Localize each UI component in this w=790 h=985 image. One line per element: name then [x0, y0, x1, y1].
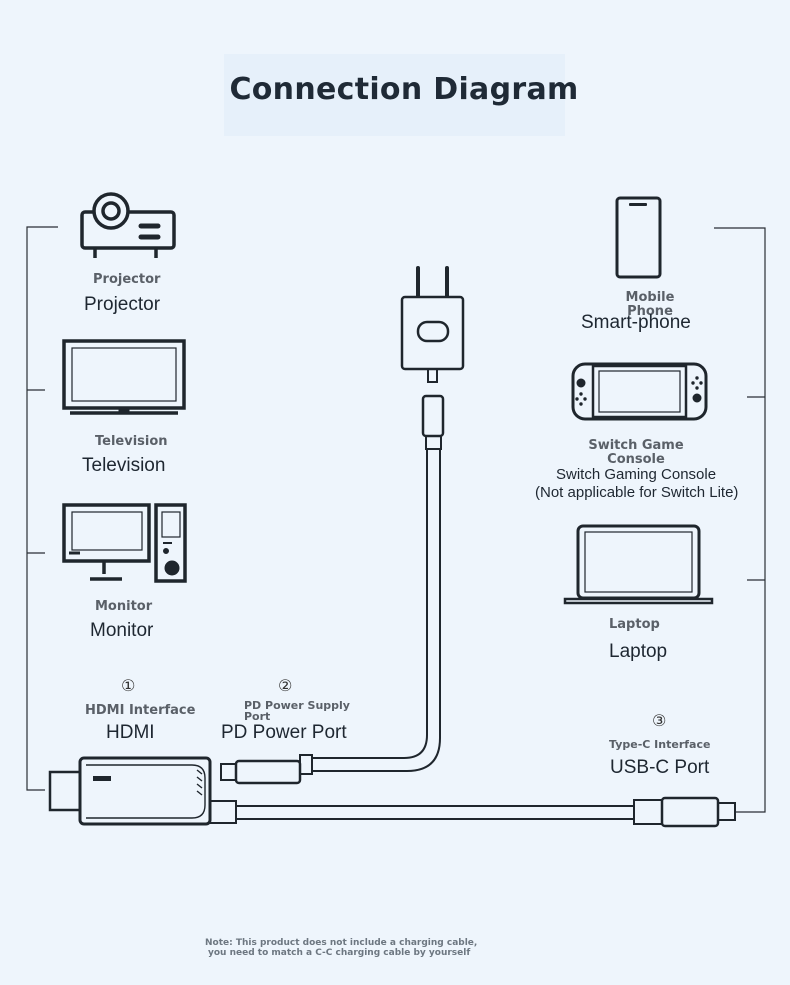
- phone-label-small: Mobile Phone: [625, 290, 675, 319]
- television-label: Television: [82, 455, 166, 476]
- pd-label: PD Power Port: [221, 722, 347, 743]
- smartphone-icon: [615, 196, 662, 279]
- usbc-port-number: ③: [652, 711, 667, 730]
- laptop-label: Laptop: [609, 641, 668, 662]
- title-band: [224, 54, 565, 136]
- switch-sublabel: (Not applicable for Switch Lite): [535, 484, 739, 501]
- projector-label: Projector: [84, 294, 161, 315]
- left-bracket: [26, 226, 58, 791]
- footer-note: Note: This product does not include a ch…: [205, 938, 595, 958]
- television-icon: [62, 339, 186, 415]
- right-bracket: [714, 227, 766, 813]
- switch-label: Switch Gaming Console: [556, 466, 717, 483]
- pd-label-small: PD Power Supply Port: [244, 699, 350, 723]
- switch-label-small: Switch Game Console: [588, 438, 684, 467]
- hdmi-adapter: [48, 756, 237, 826]
- usbc-cable: [236, 796, 736, 828]
- pd-cable: [220, 394, 445, 785]
- phone-label: Smart-phone: [581, 312, 691, 333]
- television-label-small: Television: [95, 434, 168, 449]
- projector-label-small: Projector: [93, 272, 161, 287]
- usbc-label-small: Type-C Interface: [609, 738, 711, 751]
- power-adapter-icon: [400, 266, 465, 383]
- pd-port-number: ②: [278, 676, 293, 695]
- monitor-label-small: Monitor: [95, 599, 153, 614]
- hdmi-label-small: HDMI Interface: [85, 703, 196, 718]
- footer-note-line2: you need to match a C-C charging cable b…: [208, 948, 471, 958]
- switch-console-icon: [571, 362, 708, 421]
- usbc-label: USB-C Port: [610, 757, 710, 778]
- page-title: Connection Diagram: [229, 72, 579, 107]
- monitor-icon: [62, 503, 187, 583]
- laptop-icon: [563, 524, 714, 605]
- hdmi-port-number: ①: [121, 676, 136, 695]
- laptop-label-small: Laptop: [609, 617, 660, 632]
- projector-icon: [80, 192, 176, 258]
- monitor-label: Monitor: [90, 620, 154, 641]
- footer-note-line1: Note: This product does not include a ch…: [205, 938, 478, 948]
- hdmi-label: HDMI: [106, 722, 155, 743]
